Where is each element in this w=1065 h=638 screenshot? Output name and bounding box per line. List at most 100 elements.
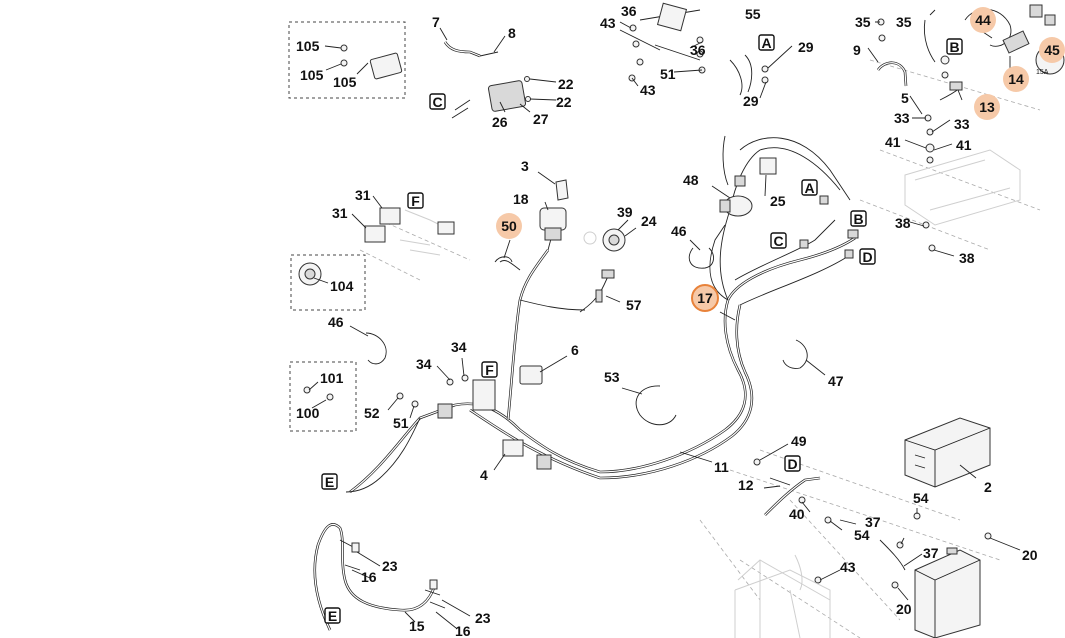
callout[interactable]: 43 <box>600 15 616 31</box>
callout[interactable]: 47 <box>828 373 844 389</box>
callout[interactable]: 25 <box>770 193 786 209</box>
callout[interactable]: 38 <box>895 215 911 231</box>
highlight-badge-44 <box>970 7 996 33</box>
part-number-callouts: 105 105 105 7 8 22 22 26 27 43 36 55 36 … <box>296 3 1049 638</box>
callout[interactable]: 46 <box>328 314 344 330</box>
callout[interactable]: 16 <box>361 569 377 585</box>
ref-box-C-top[interactable]: C <box>432 94 442 110</box>
callout[interactable]: 34 <box>416 356 432 372</box>
callout-13[interactable]: 13 <box>979 99 995 115</box>
callout[interactable]: 51 <box>660 66 676 82</box>
callout[interactable]: 24 <box>641 213 657 229</box>
callout[interactable]: 52 <box>364 405 380 421</box>
callout[interactable]: 40 <box>789 506 805 522</box>
callout[interactable]: 3 <box>521 158 529 174</box>
callout[interactable]: 41 <box>956 137 972 153</box>
callout[interactable]: 4 <box>480 467 488 483</box>
frame-outline-lines <box>359 59 1041 638</box>
callout[interactable]: 36 <box>621 3 637 19</box>
callout[interactable]: 39 <box>617 204 633 220</box>
callout[interactable]: 15 <box>409 618 425 634</box>
callout[interactable]: 100 <box>296 405 320 421</box>
ref-box-A-harness[interactable]: A <box>804 180 814 196</box>
callout[interactable]: 105 <box>296 38 320 54</box>
callout[interactable]: 35 <box>855 14 871 30</box>
highlight-badge-13 <box>974 94 1000 120</box>
callout[interactable]: 31 <box>355 187 371 203</box>
callout[interactable]: 20 <box>896 601 912 617</box>
ref-box-D-lower[interactable]: D <box>787 456 797 472</box>
callout[interactable]: 101 <box>320 370 344 386</box>
main-harness <box>345 135 856 494</box>
callout[interactable]: 54 <box>854 527 870 543</box>
callout[interactable]: 12 <box>738 477 754 493</box>
highlight-badge-50 <box>496 213 522 239</box>
callout[interactable]: 38 <box>959 250 975 266</box>
callout[interactable]: 43 <box>640 82 656 98</box>
ref-box-F-fuse[interactable]: F <box>485 362 494 378</box>
callout[interactable]: 20 <box>1022 547 1038 563</box>
ref-box-F-upper[interactable]: F <box>411 193 420 209</box>
callout[interactable]: 49 <box>791 433 807 449</box>
ref-box-D-harness[interactable]: D <box>862 249 872 265</box>
callout[interactable]: 29 <box>743 93 759 109</box>
callout[interactable]: 36 <box>690 42 706 58</box>
callout[interactable]: 23 <box>475 610 491 626</box>
leader-lines <box>308 21 1021 629</box>
callout[interactable]: 16 <box>455 623 471 638</box>
callout[interactable]: 22 <box>556 94 572 110</box>
callout[interactable]: 33 <box>894 110 910 126</box>
harness-15 <box>313 523 446 631</box>
callout[interactable]: 11 <box>714 459 729 475</box>
callout[interactable]: 46 <box>671 223 687 239</box>
ref-box-B-top[interactable]: B <box>949 39 959 55</box>
callout[interactable]: 34 <box>451 339 467 355</box>
callout[interactable]: 7 <box>432 14 440 30</box>
harness-15-clip-b <box>429 579 438 590</box>
highlight-badge-14 <box>1003 66 1029 92</box>
callout[interactable]: 104 <box>330 278 354 294</box>
callout[interactable]: 29 <box>798 39 814 55</box>
callout[interactable]: 37 <box>923 545 939 561</box>
callout[interactable]: 2 <box>984 479 992 495</box>
boxed-letter-refs: A C B F A B C D F E D E <box>321 34 963 624</box>
callout[interactable]: 53 <box>604 369 620 385</box>
ref-box-A-top[interactable]: A <box>761 35 771 51</box>
callout[interactable]: 23 <box>382 558 398 574</box>
ref-box-E-harness[interactable]: E <box>325 474 334 490</box>
callout[interactable]: 55 <box>745 6 761 22</box>
callout-14[interactable]: 14 <box>1008 71 1024 87</box>
callout[interactable]: 18 <box>513 191 529 207</box>
callout[interactable]: 48 <box>683 172 699 188</box>
ref-box-E-lower[interactable]: E <box>328 608 337 624</box>
callout[interactable]: 6 <box>571 342 579 358</box>
callout-50[interactable]: 50 <box>501 218 517 234</box>
highlight-badge-17 <box>691 284 719 312</box>
callout[interactable]: 31 <box>332 205 348 221</box>
callout[interactable]: 35 <box>896 14 912 30</box>
callout[interactable]: 54 <box>913 490 929 506</box>
callout[interactable]: 8 <box>508 25 516 41</box>
callout[interactable]: 9 <box>853 42 861 58</box>
callout[interactable]: 27 <box>533 111 549 127</box>
detail-box-104 <box>290 254 366 311</box>
callout-45[interactable]: 45 <box>1044 42 1060 58</box>
callout[interactable]: 33 <box>954 116 970 132</box>
callout[interactable]: 37 <box>865 514 881 530</box>
callout[interactable]: 57 <box>626 297 642 313</box>
callout[interactable]: 105 <box>300 67 324 83</box>
highlight-badge-45 <box>1039 37 1065 63</box>
callout-17[interactable]: 17 <box>697 290 713 306</box>
callout[interactable]: 41 <box>885 134 901 150</box>
ref-box-C-harness[interactable]: C <box>773 233 783 249</box>
callout[interactable]: 22 <box>558 76 574 92</box>
callout[interactable]: 105 <box>333 74 357 90</box>
ref-box-B-harness[interactable]: B <box>853 211 863 227</box>
callout[interactable]: 5 <box>901 90 909 106</box>
fuse-rating-label: 15A <box>1036 69 1049 76</box>
callout[interactable]: 43 <box>840 559 856 575</box>
callout[interactable]: 51 <box>393 415 409 431</box>
callout[interactable]: 26 <box>492 114 508 130</box>
callout-44[interactable]: 44 <box>975 12 991 28</box>
